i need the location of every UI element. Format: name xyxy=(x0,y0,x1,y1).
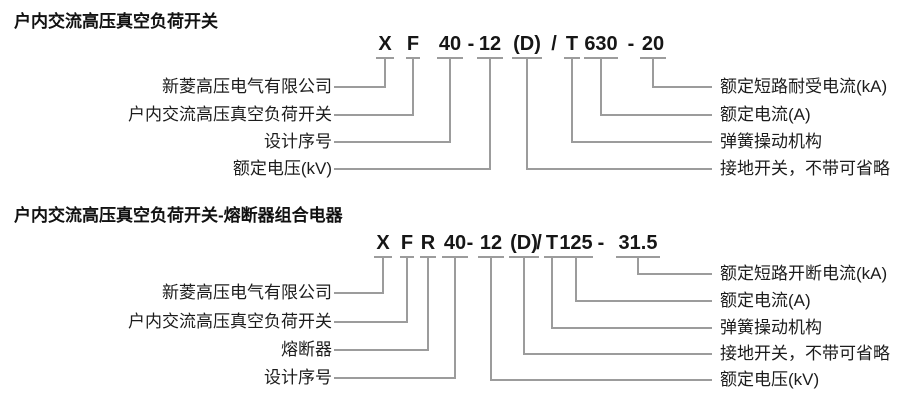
connector-hline xyxy=(334,141,451,143)
d2-left-label-2: 熔断器 xyxy=(281,340,332,359)
connector-vline xyxy=(523,256,525,355)
d2-model-segment-4: - xyxy=(466,232,474,254)
connector-vline xyxy=(575,256,577,302)
connector-hline xyxy=(526,168,712,170)
connector-vline xyxy=(412,57,414,116)
connector-underline xyxy=(376,57,394,59)
connector-hline xyxy=(334,292,384,294)
diagram2-title: 户内交流高压真空负荷开关-熔断器组合电器 xyxy=(14,206,343,225)
d1-left-label-0: 新菱高压电气有限公司 xyxy=(162,77,332,96)
connector-vline xyxy=(551,256,553,329)
d1-model-segment-7: T xyxy=(565,33,579,55)
d1-right-label-0: 额定短路耐受电流(kA) xyxy=(720,77,888,96)
d2-right-label-1: 额定电流(A) xyxy=(720,291,811,310)
d2-left-label-0: 新菱高压电气有限公司 xyxy=(162,283,332,302)
d2-model-segment-5: 12 xyxy=(479,232,503,254)
d1-right-label-1: 额定电流(A) xyxy=(720,105,811,124)
d1-model-segment-9: - xyxy=(627,33,635,55)
d2-model-segment-0: X xyxy=(376,232,390,254)
connector-hline xyxy=(523,353,712,355)
connector-hline xyxy=(637,273,712,275)
d2-model-segment-9: 125 xyxy=(559,232,593,254)
connector-vline xyxy=(526,57,528,170)
connector-underline xyxy=(544,256,560,258)
d1-model-segment-8: 630 xyxy=(584,33,618,55)
connector-underline xyxy=(478,256,504,258)
d1-model-segment-0: X xyxy=(378,33,392,55)
d2-right-label-4: 额定电压(kV) xyxy=(720,370,820,389)
connector-underline xyxy=(640,57,666,59)
connector-underline xyxy=(406,57,420,59)
connector-underline xyxy=(477,57,503,59)
connector-hline xyxy=(334,349,429,351)
connector-vline xyxy=(427,256,429,351)
d1-model-segment-10: 20 xyxy=(641,33,665,55)
d1-left-label-1: 户内交流高压真空负荷开关 xyxy=(128,105,332,124)
connector-vline xyxy=(652,57,654,88)
d2-left-label-3: 设计序号 xyxy=(264,368,332,387)
connector-hline xyxy=(334,114,414,116)
d1-model-segment-6: / xyxy=(551,33,557,55)
d1-model-segment-2: 40 xyxy=(438,33,462,55)
d2-model-segment-2: R xyxy=(420,232,436,254)
diagram1-title: 户内交流高压真空负荷开关 xyxy=(14,12,218,31)
d1-left-label-3: 额定电压(kV) xyxy=(232,159,332,178)
d1-model-segment-4: 12 xyxy=(478,33,502,55)
connector-hline xyxy=(334,321,408,323)
d2-model-segment-3: 40 xyxy=(443,232,467,254)
connector-underline xyxy=(374,256,392,258)
connector-underline xyxy=(442,256,468,258)
d2-right-label-2: 弹簧操动机构 xyxy=(720,318,822,337)
d2-model-segment-6: (D) xyxy=(510,232,538,254)
connector-vline xyxy=(571,57,573,143)
d2-model-segment-1: F xyxy=(400,232,414,254)
connector-underline xyxy=(559,256,593,258)
d1-model-segment-5: (D) xyxy=(513,33,541,55)
connector-underline xyxy=(616,256,660,258)
connector-underline xyxy=(437,57,463,59)
d1-right-label-2: 弹簧操动机构 xyxy=(720,132,822,151)
d2-right-label-0: 额定短路开断电流(kA) xyxy=(720,264,888,283)
connector-hline xyxy=(490,379,712,381)
connector-underline xyxy=(584,57,618,59)
connector-underline xyxy=(512,57,542,59)
connector-underline xyxy=(400,256,414,258)
d2-model-segment-11: 31.5 xyxy=(618,232,658,254)
connector-vline xyxy=(384,57,386,88)
connector-underline xyxy=(509,256,539,258)
d1-model-segment-1: F xyxy=(406,33,420,55)
connector-underline xyxy=(420,256,436,258)
connector-underline xyxy=(564,57,580,59)
connector-vline xyxy=(600,57,602,116)
connector-vline xyxy=(490,256,492,381)
d2-model-segment-7: / xyxy=(536,232,542,254)
d1-left-label-2: 设计序号 xyxy=(264,132,332,151)
d2-model-segment-10: - xyxy=(597,232,605,254)
d2-model-segment-8: T xyxy=(545,232,559,254)
connector-vline xyxy=(489,57,491,170)
connector-vline xyxy=(406,256,408,323)
connector-hline xyxy=(334,86,386,88)
connector-vline xyxy=(449,57,451,143)
d1-right-label-3: 接地开关，不带可省略 xyxy=(720,159,890,178)
connector-vline xyxy=(637,256,639,275)
connector-hline xyxy=(334,377,456,379)
connector-hline xyxy=(652,86,712,88)
d2-right-label-3: 接地开关，不带可省略 xyxy=(720,344,890,363)
connector-hline xyxy=(575,300,712,302)
d2-left-label-1: 户内交流高压真空负荷开关 xyxy=(128,312,332,331)
connector-hline xyxy=(600,114,712,116)
connector-vline xyxy=(454,256,456,379)
connector-hline xyxy=(334,168,491,170)
connector-hline xyxy=(571,141,712,143)
connector-vline xyxy=(382,256,384,294)
connector-hline xyxy=(551,327,712,329)
d1-model-segment-3: - xyxy=(467,33,475,55)
